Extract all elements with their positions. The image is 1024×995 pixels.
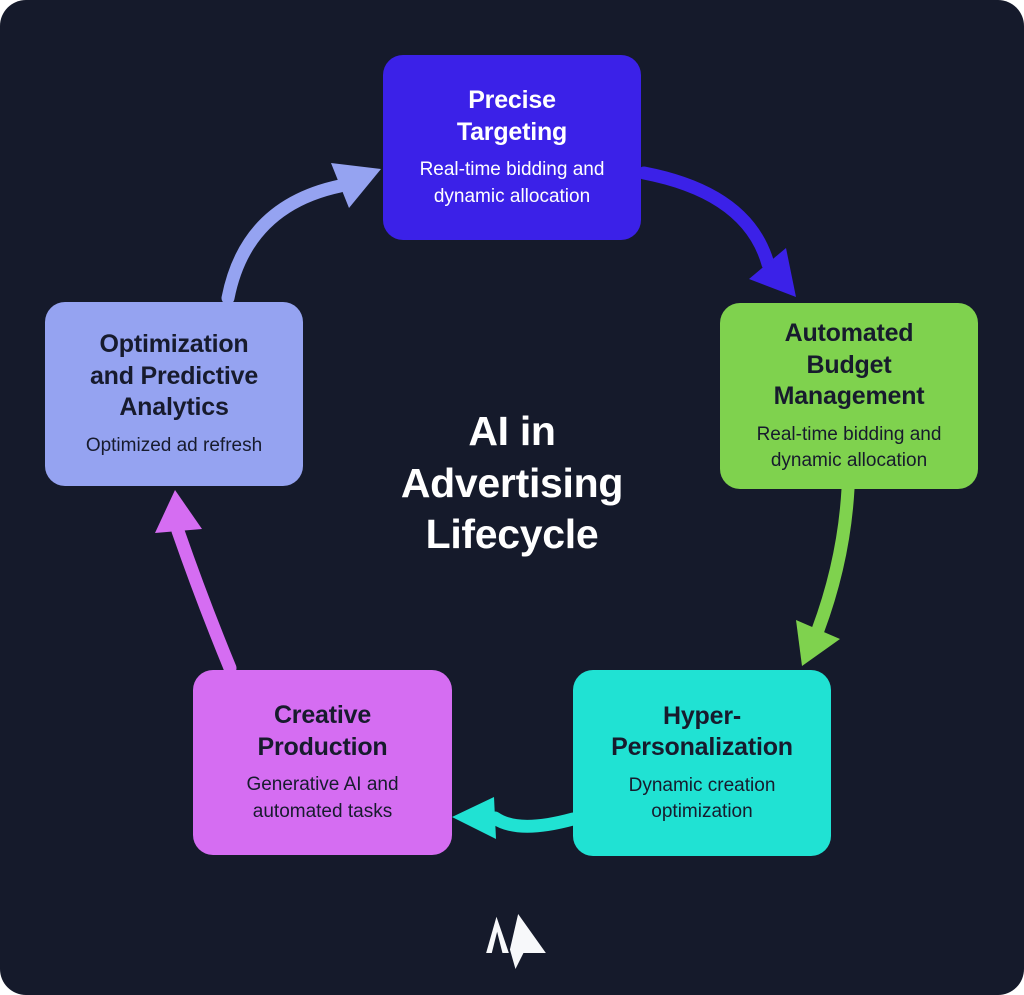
arrow-creative-to-optimization [155, 490, 237, 675]
stage-subtitle: Real-time bidding and dynamic allocation [419, 159, 605, 207]
stage-subtitle: Generative AI and automated tasks [246, 774, 399, 822]
arrowhead-icon [452, 797, 496, 839]
stage-box-precise-targeting: Precise Targeting Real-time bidding and … [383, 55, 641, 240]
stage-box-hyper-personalization: Hyper- Personalization Dynamic creation … [573, 670, 831, 856]
stage-title: Precise Targeting [456, 86, 568, 146]
arrow-budget-to-hyper [796, 482, 855, 666]
stage-subtitle: Optimized ad refresh [85, 434, 263, 456]
stage-subtitle: Dynamic creation optimization [628, 774, 776, 822]
stage-box-creative-production: Creative Production Generative AI and au… [193, 670, 452, 855]
arrow-hyper-to-creative [452, 797, 580, 839]
arrow-optimization-to-precise [221, 163, 381, 305]
stage-title: Optimization and Predictive Analytics [89, 330, 259, 422]
arrowhead-icon [331, 163, 381, 208]
stage-title: Automated Budget Management [773, 319, 925, 411]
stage-title: Creative Production [257, 701, 388, 761]
arrowhead-icon [749, 248, 796, 297]
arrowhead-icon [155, 490, 202, 533]
diagram-title: AI in Advertising Lifecycle [400, 408, 624, 558]
stage-subtitle: Real-time bidding and dynamic allocation [756, 423, 942, 471]
arrow-precise-to-budget [637, 166, 796, 297]
m-peaks-logo-icon [486, 914, 546, 970]
stage-box-optimization-and-predictive-analytics: Optimization and Predictive Analytics Op… [45, 302, 303, 486]
stage-title: Hyper- Personalization [611, 701, 793, 762]
stage-box-automated-budget-management: Automated Budget Management Real-time bi… [720, 303, 978, 489]
arrowhead-icon [796, 620, 840, 666]
